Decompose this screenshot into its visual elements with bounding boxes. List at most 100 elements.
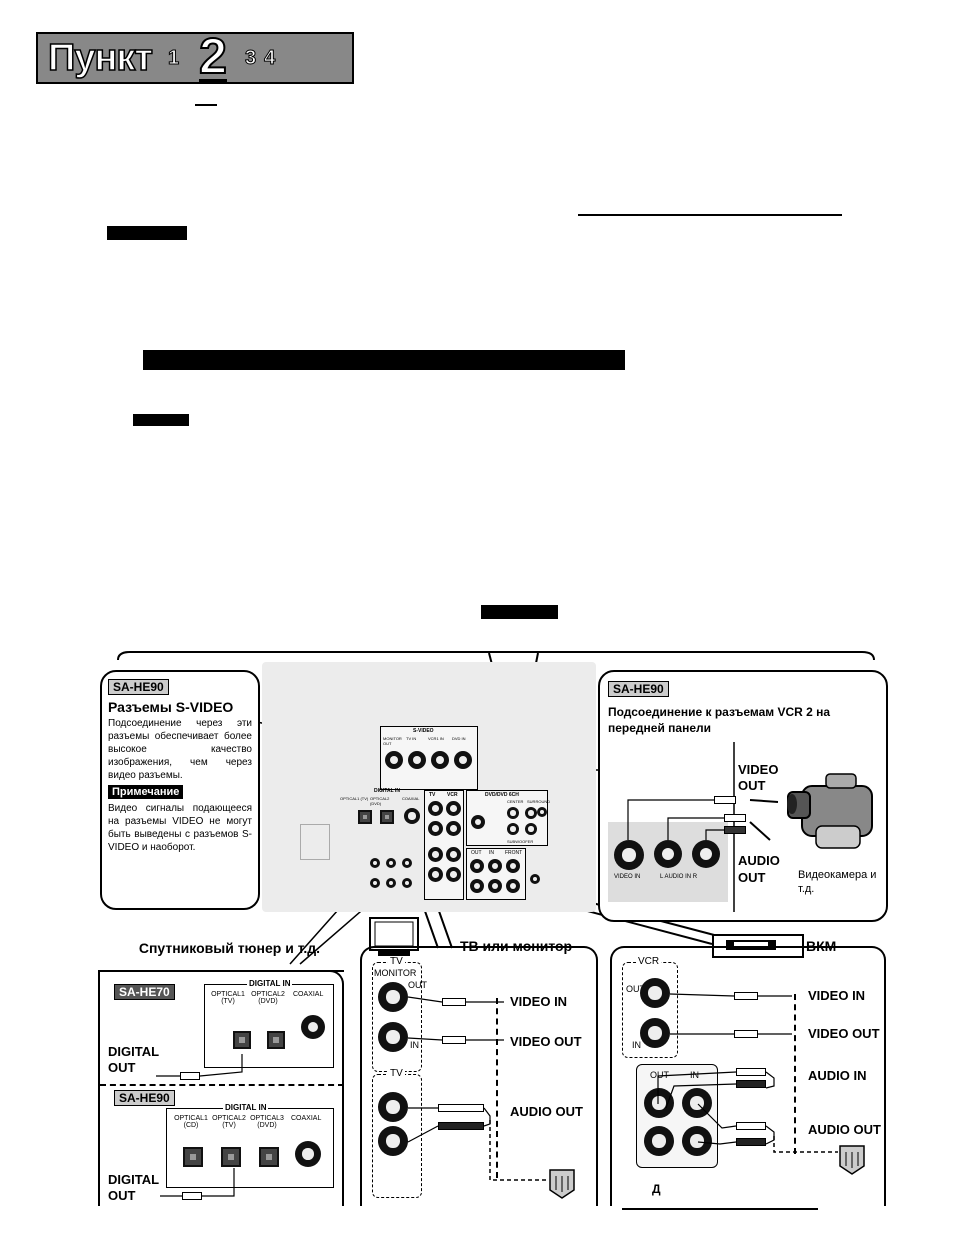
vcr-plug-video-out (734, 1030, 758, 1038)
rp-dvd-jack-1[interactable] (471, 815, 485, 829)
scan-mark (195, 104, 217, 106)
speaker-terminal[interactable] (402, 878, 412, 888)
rp-surround-jack-1[interactable] (525, 807, 537, 819)
he70-optical1-port[interactable] (233, 1031, 251, 1049)
speaker-terminal[interactable] (402, 858, 412, 868)
he70-optical2-label: OPTICAL2 (DVD) (251, 991, 285, 1005)
rp-tv-jack-3[interactable] (428, 847, 443, 862)
tv-monitor-label: MONITOR (374, 968, 417, 978)
front-vcr2-panel: SA-HE90 Подсоединение к разъемам VCR 2 н… (598, 670, 888, 922)
tv-audio-jack-l[interactable] (378, 1092, 408, 1122)
rp-optical1-port[interactable] (358, 810, 372, 824)
svideo-monitor-out-label: MONITOR OUT (383, 736, 402, 746)
dvd6ch-block: DVD/DVD 6CH CENTER SURROUND SUBWOOFER (466, 790, 551, 846)
redacted-underline (578, 214, 842, 216)
rp-vcr-jack-2[interactable] (446, 821, 461, 836)
svideo-block: S-VIDEO MONITOR OUT TV IN VCR1 IN DVD IN (380, 726, 478, 790)
redacted-bar (143, 350, 625, 370)
he70-optical2-port[interactable] (267, 1031, 285, 1049)
vcr2-title: Подсоединение к разъемам VCR 2 на передн… (608, 705, 831, 735)
svideo-jack-tv[interactable] (408, 751, 426, 769)
rp-tv-jack-4[interactable] (446, 847, 461, 862)
rp-tv-label: TV (429, 792, 436, 798)
redacted-bar (107, 226, 187, 240)
tv-plug-audio-l (438, 1104, 484, 1112)
rp-front-jack-3[interactable] (506, 859, 520, 873)
vcr-in-jack[interactable] (640, 1018, 670, 1048)
speaker-terminal[interactable] (370, 878, 380, 888)
svideo-vcr1-in-label: VCR1 IN (428, 736, 444, 741)
he70-coaxial-jack[interactable] (301, 1015, 325, 1039)
he90-optical1-port[interactable] (183, 1147, 203, 1167)
step-4: 4 (264, 46, 276, 69)
speaker-terminal[interactable] (386, 858, 396, 868)
rp-front-jack-5[interactable] (488, 879, 502, 893)
rp-tv-monitor-jack[interactable] (428, 801, 443, 816)
rp-surround-jack-2[interactable] (537, 807, 547, 817)
vcr-video-in-label: VIDEO IN (808, 988, 866, 1003)
front-audio-l-jack[interactable] (654, 840, 682, 868)
ac-outlet (300, 824, 330, 860)
he90-coaxial-label: COAXIAL (291, 1115, 322, 1122)
he90-optical2-port[interactable] (221, 1147, 241, 1167)
rp-vcr-jack-1[interactable] (446, 801, 461, 816)
rp-front-jack-1[interactable] (470, 859, 484, 873)
tv-connection-panel: TV MONITOR OUT IN TV VIDEO IN VIDEO OUT … (360, 946, 598, 1206)
front-video-in-jack[interactable] (614, 840, 644, 870)
vcr-audio-out-label: AUDIO OUT (808, 1122, 881, 1137)
vcr-dashed-bracket (794, 994, 796, 1154)
rp-tv-jack-2[interactable] (428, 821, 443, 836)
tv-dashed-bracket (496, 998, 498, 1178)
svideo-jack-dvd[interactable] (454, 751, 472, 769)
rp-optical2-label: OPTICAL2 (DVD) (370, 796, 390, 806)
speaker-terminal[interactable] (370, 858, 380, 868)
rp-out-label: OUT (471, 850, 482, 856)
vcr-cables (657, 993, 838, 1153)
redacted-bar (481, 605, 558, 619)
tv-audio-jack-r[interactable] (378, 1126, 408, 1156)
he90-coaxial-jack[interactable] (295, 1141, 321, 1167)
rp-front-jack-2[interactable] (488, 859, 502, 873)
svideo-title: Разъемы S-VIDEO (108, 699, 234, 715)
step-3: 3 (244, 46, 257, 69)
tv-in-jack[interactable] (378, 1022, 408, 1052)
front-audio-out-label: AUDIO OUT (738, 853, 780, 885)
he90-optical-plug (182, 1192, 202, 1200)
rp-tv-jack-6[interactable] (446, 867, 461, 882)
vcr-audio-in-col-label: IN (690, 1070, 699, 1080)
scart-plug-icon (549, 1169, 575, 1199)
front-audio-in-label: L AUDIO IN R (660, 874, 698, 880)
tv-video-block: TV VCR (424, 790, 464, 900)
vcr-out-jack[interactable] (640, 978, 670, 1008)
tv-label-2: TV (388, 1068, 405, 1079)
vcr-audio-in-jack-l[interactable] (682, 1088, 712, 1118)
rp-digital-in-label: DIGITAL IN (374, 788, 400, 794)
tv-monitor-out-jack[interactable] (378, 982, 408, 1012)
front-video-out-label: VIDEO OUT (738, 762, 779, 793)
rp-front-jack-6[interactable] (506, 879, 520, 893)
antenna-terminal[interactable] (530, 874, 540, 884)
svideo-description: Подсоединение через эти разъемы обеспечи… (108, 718, 252, 781)
rp-vcr-label: VCR (447, 792, 458, 798)
speaker-terminal[interactable] (386, 878, 396, 888)
rp-sub-jack[interactable] (507, 823, 519, 835)
front-audio-r-jack[interactable] (692, 840, 720, 868)
he90-optical3-port[interactable] (259, 1147, 279, 1167)
rp-optical2-port[interactable] (380, 810, 394, 824)
rp-front-jack-4[interactable] (470, 879, 484, 893)
vcr-footer-letter: Д (652, 1182, 661, 1196)
svideo-jack-vcr1[interactable] (431, 751, 449, 769)
rp-surround-label: SURROUND (527, 799, 551, 804)
rp-tv-jack-5[interactable] (428, 867, 443, 882)
svideo-jack-monitor[interactable] (385, 751, 403, 769)
tv-video-in-label: VIDEO IN (510, 994, 568, 1009)
vcr-audio-out-jack-l[interactable] (644, 1088, 674, 1118)
rp-center-jack[interactable] (507, 807, 519, 819)
rp-coaxial-jack[interactable] (404, 808, 420, 824)
tv-label: TV (388, 956, 405, 967)
rp-surround-jack-3[interactable] (525, 823, 537, 835)
he90-digital-out-label: DIGITAL OUT (108, 1172, 159, 1203)
vcr-audio-out-jack-r[interactable] (644, 1126, 674, 1156)
vcr-audio-in-jack-r[interactable] (682, 1126, 712, 1156)
front-block: OUT IN FRONT (466, 848, 526, 900)
